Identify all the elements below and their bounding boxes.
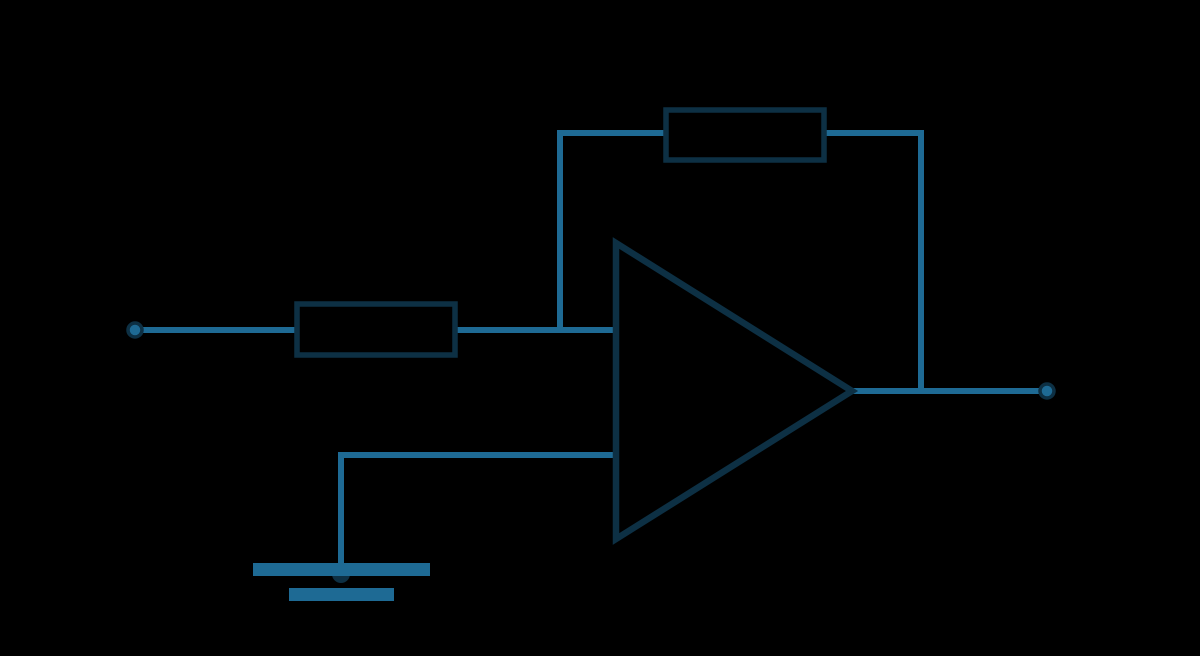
- input-resistor: [294, 301, 458, 358]
- input-terminal: [126, 321, 144, 339]
- ground-bar-bottom: [289, 588, 394, 601]
- ground-symbol: [253, 563, 430, 601]
- feedback-resistor: [663, 107, 827, 163]
- op-amp-triangle: [612, 237, 859, 545]
- ground-bar-top: [253, 563, 430, 576]
- output-terminal: [1038, 382, 1056, 400]
- wires: [136, 130, 1044, 570]
